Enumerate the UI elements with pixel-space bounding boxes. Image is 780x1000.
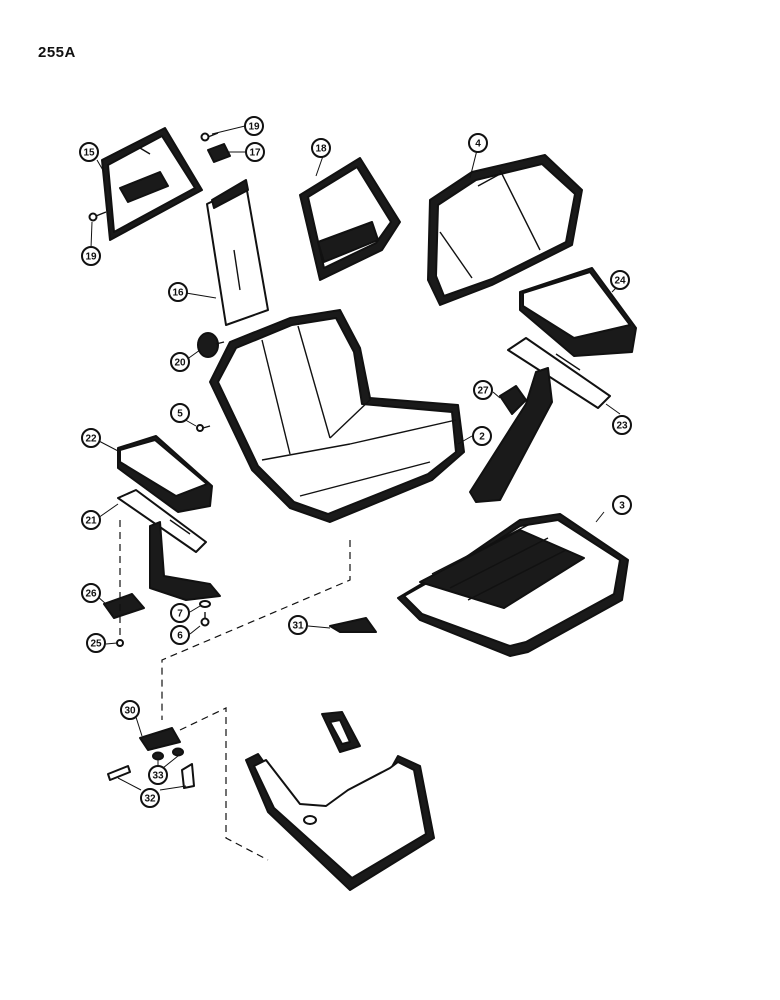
svg-text:18: 18 (315, 144, 327, 155)
part-5-screw (196, 424, 211, 432)
svg-text:32: 32 (144, 794, 156, 805)
part-4-back-cushion (427, 154, 583, 306)
part-19-screw-top (200, 132, 219, 142)
callout-24: 24 (610, 270, 630, 290)
callout-31: 31 (288, 615, 308, 635)
svg-text:26: 26 (85, 589, 97, 600)
callout-17: 17 (245, 142, 265, 162)
part-33-nuts (152, 747, 184, 761)
callout-33: 33 (148, 765, 168, 785)
part-25-screw (116, 639, 124, 647)
callout-7: 7 (170, 603, 190, 623)
part-18-back-shell (299, 157, 401, 281)
svg-text:6: 6 (177, 631, 183, 642)
callout-20: 20 (170, 352, 190, 372)
part-21-armrest-bracket (117, 489, 221, 601)
svg-text:27: 27 (477, 386, 489, 397)
callout-19-top: 19 (244, 116, 264, 136)
part-2-seat-pan (209, 309, 465, 523)
callout-2: 2 (472, 426, 492, 446)
seat-base-mount (245, 711, 435, 891)
callout-27: 27 (473, 380, 493, 400)
callout-21: 21 (81, 510, 101, 530)
callout-4: 4 (468, 133, 488, 153)
part-27-bracket (499, 385, 527, 415)
svg-text:31: 31 (292, 621, 304, 632)
callout-5: 5 (170, 403, 190, 423)
part-32-bolts (107, 763, 195, 789)
callout-23: 23 (612, 415, 632, 435)
part-16-strap (206, 179, 269, 326)
svg-text:21: 21 (85, 516, 97, 527)
dashed-relation-line-base (179, 707, 269, 861)
part-30-bracket (139, 727, 181, 751)
callout-19-bottom: 19 (81, 246, 101, 266)
callout-6: 6 (170, 625, 190, 645)
svg-text:19: 19 (248, 122, 260, 133)
part-19-screw-bottom (88, 211, 107, 222)
svg-text:7: 7 (177, 609, 183, 620)
svg-text:16: 16 (172, 288, 184, 299)
svg-text:20: 20 (174, 358, 186, 369)
svg-text:17: 17 (249, 148, 261, 159)
svg-text:4: 4 (475, 139, 481, 150)
callouts: 15 19 17 19 16 18 4 24 20 5 2 22 21 27 2… (79, 116, 632, 808)
part-23-armrest-bracket (469, 337, 611, 503)
part-3-seat-cushion (397, 513, 629, 657)
callout-30: 30 (120, 700, 140, 720)
part-31-latch (329, 617, 377, 633)
callout-32: 32 (140, 788, 160, 808)
svg-text:3: 3 (619, 501, 625, 512)
callout-3: 3 (612, 495, 632, 515)
svg-text:23: 23 (616, 421, 628, 432)
part-20-bumper (197, 332, 225, 358)
part-26-bracket (103, 593, 145, 619)
callout-15: 15 (79, 142, 99, 162)
dashed-relation-line-center (161, 540, 351, 720)
callout-26: 26 (81, 583, 101, 603)
part-6-bolt (200, 612, 210, 627)
part-15-side-panel (101, 127, 203, 241)
svg-text:5: 5 (177, 409, 183, 420)
callout-18: 18 (311, 138, 331, 158)
part-24-armrest-pad (519, 267, 637, 357)
page-number: 255A (38, 44, 76, 61)
part-17-clip (207, 143, 231, 163)
svg-text:19: 19 (85, 252, 97, 263)
part-22-armrest-pad (117, 435, 213, 513)
svg-text:2: 2 (479, 432, 485, 443)
callout-16: 16 (168, 282, 188, 302)
svg-text:22: 22 (85, 434, 97, 445)
svg-text:30: 30 (124, 706, 136, 717)
svg-text:25: 25 (90, 639, 102, 650)
svg-text:33: 33 (152, 771, 164, 782)
callout-22: 22 (81, 428, 101, 448)
svg-text:24: 24 (614, 276, 626, 287)
part-7-washer (199, 600, 211, 608)
callout-25: 25 (86, 633, 106, 653)
svg-text:15: 15 (83, 148, 95, 159)
